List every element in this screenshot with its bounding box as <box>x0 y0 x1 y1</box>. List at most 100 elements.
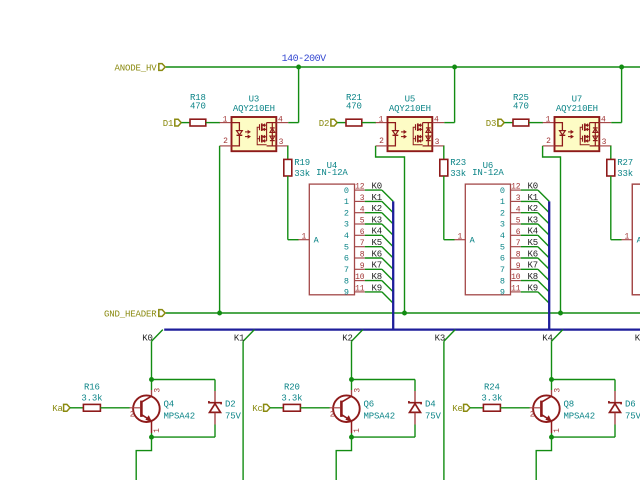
svg-text:A: A <box>637 236 640 246</box>
svg-text:1: 1 <box>344 197 349 207</box>
svg-text:6: 6 <box>500 254 505 264</box>
svg-text:6: 6 <box>344 254 349 264</box>
svg-text:Ke: Ke <box>452 404 463 414</box>
svg-text:2: 2 <box>379 137 384 146</box>
svg-text:1: 1 <box>353 428 362 433</box>
svg-text:K5: K5 <box>635 333 640 343</box>
svg-text:D2: D2 <box>319 119 330 129</box>
svg-text:K7: K7 <box>528 261 539 271</box>
svg-text:K4: K4 <box>372 227 383 237</box>
svg-text:K8: K8 <box>372 272 383 282</box>
svg-text:75V: 75V <box>425 411 442 421</box>
svg-text:3.3k: 3.3k <box>481 393 502 403</box>
svg-text:K1: K1 <box>528 193 539 203</box>
svg-text:K0: K0 <box>142 333 153 343</box>
svg-text:R18: R18 <box>190 93 206 103</box>
svg-text:1: 1 <box>546 116 551 125</box>
svg-text:D6: D6 <box>625 400 636 410</box>
svg-text:12: 12 <box>511 183 521 192</box>
svg-text:IN-12A: IN-12A <box>472 168 504 178</box>
svg-text:3: 3 <box>602 138 607 147</box>
svg-text:2: 2 <box>223 137 228 146</box>
svg-text:3: 3 <box>344 220 349 230</box>
svg-text:1: 1 <box>553 428 562 433</box>
svg-text:K0: K0 <box>372 182 383 192</box>
svg-text:4: 4 <box>500 231 505 241</box>
svg-text:4: 4 <box>344 231 349 241</box>
svg-text:K1: K1 <box>234 333 245 343</box>
svg-text:1: 1 <box>379 116 384 125</box>
svg-text:3: 3 <box>435 138 440 147</box>
svg-text:K5: K5 <box>528 238 539 248</box>
svg-text:75V: 75V <box>625 411 640 421</box>
svg-text:K4: K4 <box>542 333 553 343</box>
svg-text:MPSA42: MPSA42 <box>164 411 196 421</box>
svg-text:9: 9 <box>344 288 349 298</box>
svg-text:Q8: Q8 <box>564 400 575 410</box>
svg-text:IN-12A: IN-12A <box>316 168 348 178</box>
svg-text:5: 5 <box>500 242 505 252</box>
svg-text:GND_HEADER: GND_HEADER <box>104 310 157 320</box>
svg-text:3: 3 <box>554 388 563 393</box>
svg-text:3.3k: 3.3k <box>281 393 302 403</box>
svg-text:1: 1 <box>223 116 228 125</box>
svg-text:AQY210EH: AQY210EH <box>233 104 275 114</box>
svg-text:D2: D2 <box>225 400 236 410</box>
svg-text:7: 7 <box>344 265 349 275</box>
svg-text:8: 8 <box>500 276 505 286</box>
svg-text:9: 9 <box>500 288 505 298</box>
svg-text:3: 3 <box>500 220 505 230</box>
svg-text:5: 5 <box>344 242 349 252</box>
svg-text:8: 8 <box>360 251 365 260</box>
svg-text:7: 7 <box>360 239 365 248</box>
svg-text:K3: K3 <box>528 215 539 225</box>
svg-text:0: 0 <box>344 186 349 196</box>
svg-text:K2: K2 <box>528 204 539 214</box>
svg-text:K6: K6 <box>528 249 539 259</box>
svg-text:K7: K7 <box>372 261 383 271</box>
svg-text:4: 4 <box>360 205 365 214</box>
svg-text:3.3k: 3.3k <box>81 393 102 403</box>
svg-text:470: 470 <box>190 102 206 112</box>
svg-text:U3: U3 <box>249 94 260 104</box>
svg-text:K5: K5 <box>372 238 383 248</box>
svg-text:D4: D4 <box>425 400 436 410</box>
svg-text:2: 2 <box>546 137 551 146</box>
svg-text:470: 470 <box>346 102 362 112</box>
svg-text:6: 6 <box>516 228 521 237</box>
svg-text:6: 6 <box>360 228 365 237</box>
svg-text:10: 10 <box>355 273 365 282</box>
svg-text:MPSA42: MPSA42 <box>364 411 396 421</box>
svg-text:R20: R20 <box>284 382 300 392</box>
svg-text:K3: K3 <box>372 215 383 225</box>
svg-text:4: 4 <box>278 115 283 124</box>
svg-text:3: 3 <box>360 194 365 203</box>
svg-text:1: 1 <box>153 428 162 433</box>
svg-text:5: 5 <box>360 217 365 226</box>
svg-text:2: 2 <box>330 411 335 420</box>
svg-text:3: 3 <box>516 194 521 203</box>
svg-text:K0: K0 <box>528 182 539 192</box>
svg-text:8: 8 <box>344 276 349 286</box>
svg-text:R27: R27 <box>617 158 633 168</box>
svg-text:4: 4 <box>601 115 606 124</box>
svg-text:2: 2 <box>130 411 135 420</box>
svg-text:3: 3 <box>354 388 363 393</box>
svg-text:AQY210EH: AQY210EH <box>389 104 431 114</box>
svg-text:A: A <box>314 236 320 246</box>
svg-text:K2: K2 <box>342 333 353 343</box>
svg-text:AQY210EH: AQY210EH <box>556 104 598 114</box>
svg-text:33k: 33k <box>617 169 633 179</box>
svg-text:11: 11 <box>355 285 365 294</box>
svg-text:K2: K2 <box>372 204 383 214</box>
svg-text:9: 9 <box>360 262 365 271</box>
svg-text:7: 7 <box>500 265 505 275</box>
svg-text:3: 3 <box>279 138 284 147</box>
svg-text:K3: K3 <box>435 333 446 343</box>
svg-text:ANODE_HV: ANODE_HV <box>114 64 157 74</box>
svg-text:K4: K4 <box>528 227 539 237</box>
svg-text:U5: U5 <box>405 94 416 104</box>
svg-text:A: A <box>470 236 476 246</box>
svg-text:U7: U7 <box>572 94 583 104</box>
svg-text:470: 470 <box>513 102 529 112</box>
